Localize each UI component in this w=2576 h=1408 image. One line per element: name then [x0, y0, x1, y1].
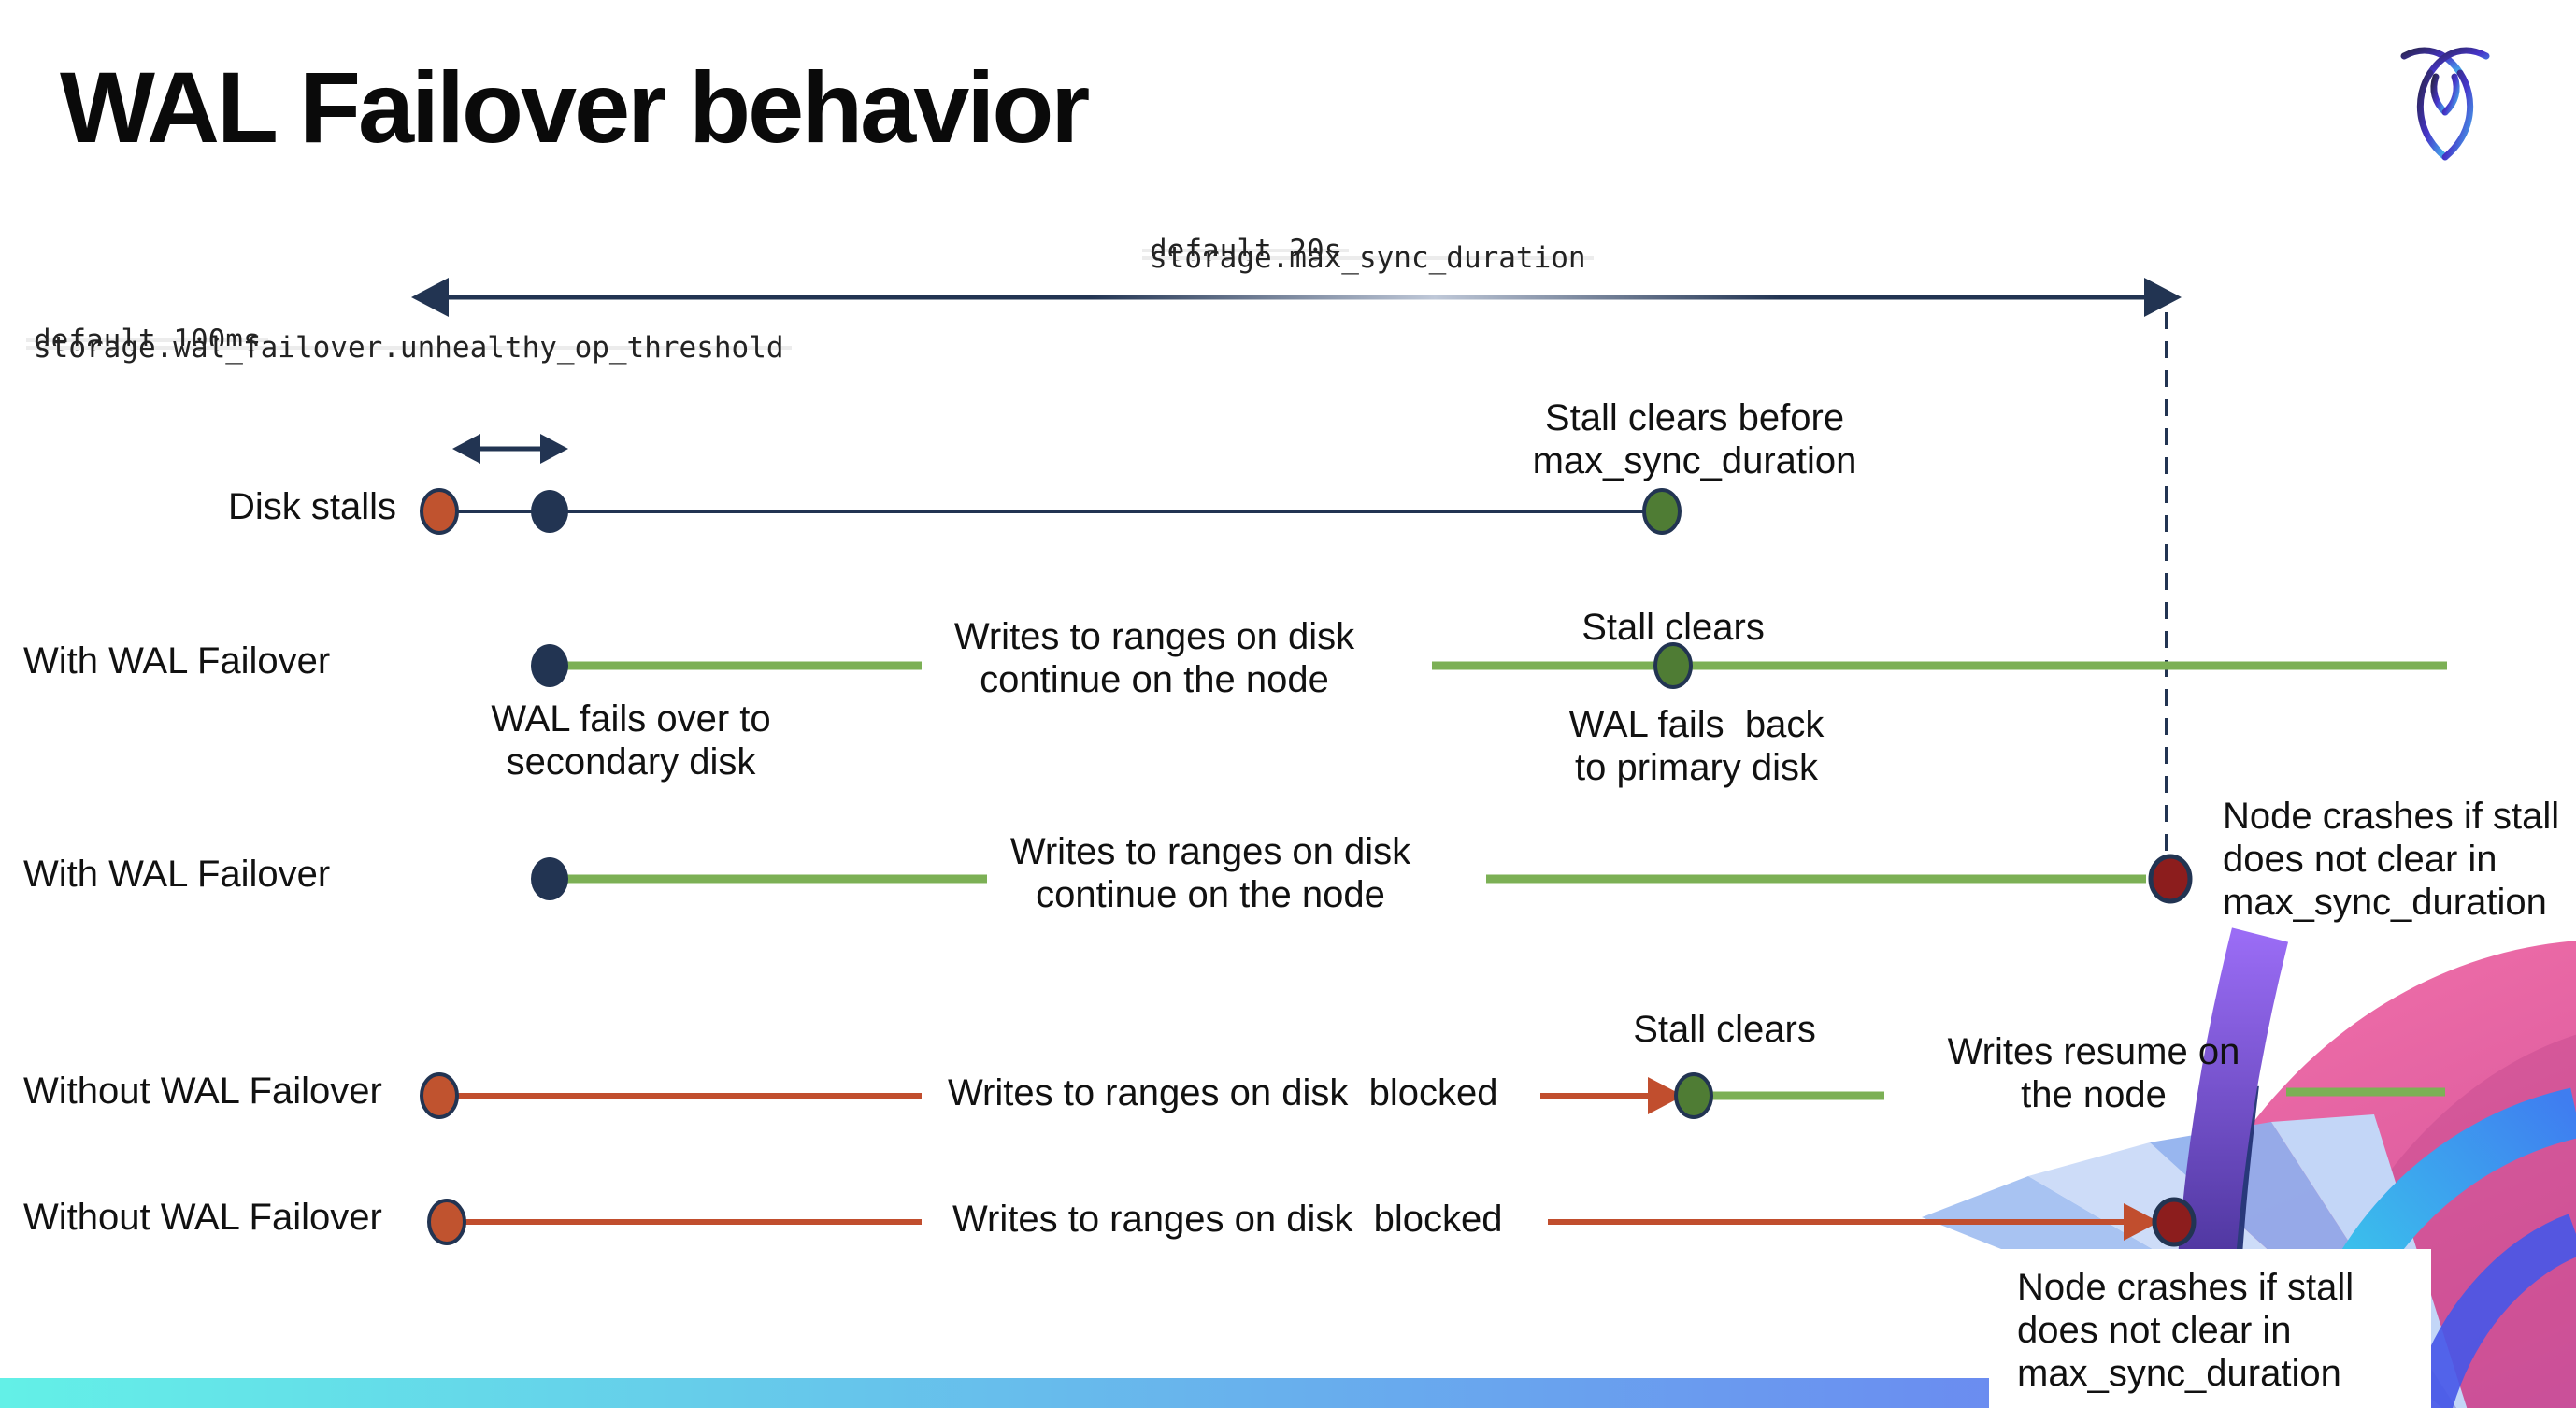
- failover-trigger-dot: [531, 857, 568, 900]
- page-title: WAL Failover behavior: [60, 50, 1090, 164]
- note-writes-continue: Writes to ranges on disk continue on the…: [1009, 831, 1411, 915]
- arrowhead-right: [540, 434, 568, 464]
- setting-label-max-sync-duration: default 20s storage.max_sync_duration: [1142, 237, 1594, 273]
- row-label-without-wal-failover-1: Without WAL Failover: [23, 1070, 382, 1112]
- max-sync-duration-arrow: [411, 278, 2182, 317]
- disk-stall-start-dot: [420, 488, 459, 535]
- failover-trigger-dot: [531, 644, 568, 687]
- red-arrowhead: [2124, 1203, 2159, 1241]
- timeline-disk-stalls: [420, 488, 1682, 535]
- setting-label-unhealthy-op-threshold: default 100ms storage.wal_failover.unhea…: [26, 326, 792, 363]
- stall-clear-dot: [1674, 1072, 1713, 1119]
- red-arrowhead: [1648, 1077, 1683, 1114]
- node-crash-dot: [2148, 854, 2193, 904]
- note-node-crashes: Node crashes if stall does not clear in …: [2017, 1267, 2354, 1394]
- stall-clear-dot: [1642, 488, 1682, 535]
- row-label-without-wal-failover-2: Without WAL Failover: [23, 1197, 382, 1238]
- note-writes-resume: Writes resume on the node: [1947, 1031, 2240, 1115]
- disk-stall-start-dot: [427, 1199, 466, 1245]
- row-label-disk-stalls: Disk stalls: [228, 486, 397, 527]
- arrowhead-left: [411, 278, 449, 317]
- note-wal-fails-back: WAL fails back to primary disk: [1568, 704, 1825, 788]
- crash-note-box: Node crashes if stall does not clear in …: [1989, 1249, 2431, 1408]
- row-label-with-wal-failover-2: With WAL Failover: [23, 854, 331, 895]
- timeline-with-wal-failover-2: [531, 854, 2193, 904]
- note-node-crashes: Node crashes if stall does not clear in …: [2223, 796, 2560, 923]
- setting-name: storage.max_sync_duration: [1142, 244, 1594, 273]
- setting-name: storage.wal_failover.unhealthy_op_thresh…: [26, 334, 792, 363]
- note-writes-continue: Writes to ranges on disk continue on the…: [953, 616, 1355, 700]
- note-writes-blocked: Writes to ranges on disk blocked: [948, 1072, 1498, 1113]
- timeline-with-wal-failover-1: [531, 642, 2447, 689]
- note-stall-clears: Stall clears: [1581, 607, 1765, 648]
- timeline-without-wal-failover-1: [420, 1072, 2445, 1119]
- arrowhead-left: [452, 434, 480, 464]
- note-writes-blocked: Writes to ranges on disk blocked: [952, 1199, 1503, 1240]
- note-stall-clears-before: Stall clears before max_sync_duration: [1532, 397, 1857, 481]
- node-crash-dot: [2152, 1197, 2197, 1247]
- stall-clear-dot: [1653, 642, 1693, 689]
- cockroachdb-logo-icon: [2400, 47, 2490, 161]
- disk-stall-start-dot: [420, 1072, 459, 1119]
- row-label-with-wal-failover-1: With WAL Failover: [23, 640, 331, 682]
- arrowhead-right: [2144, 278, 2182, 317]
- timeline-without-wal-failover-2: [427, 1197, 2197, 1247]
- note-stall-clears: Stall clears: [1633, 1009, 1816, 1050]
- unhealthy-op-threshold-arrow: [452, 434, 568, 464]
- failover-threshold-dot: [531, 490, 568, 533]
- note-wal-fails-over: WAL fails over to secondary disk: [491, 698, 771, 783]
